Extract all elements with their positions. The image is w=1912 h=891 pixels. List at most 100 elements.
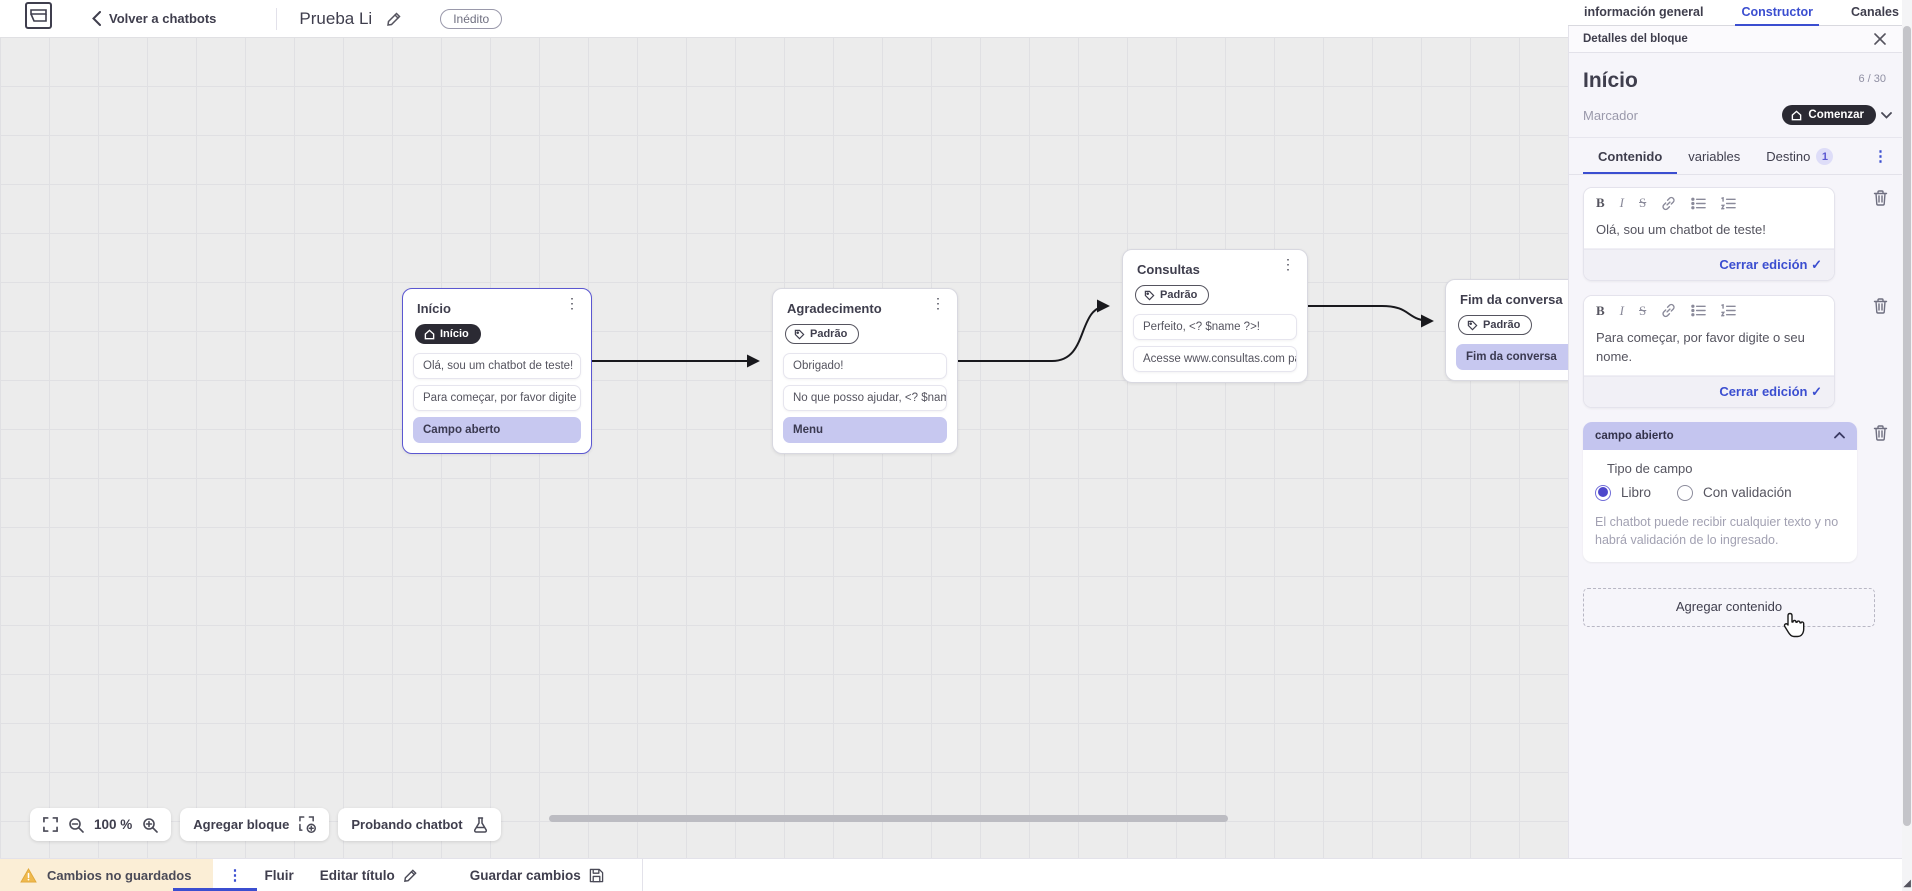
node-content-item-menu[interactable]: Menu — [783, 416, 947, 443]
node-inicio[interactable]: Início ⋮ Início Olá, sou um chatbot de t… — [402, 288, 592, 454]
chevron-up-icon[interactable] — [1834, 432, 1845, 439]
panel-tabs: Contenido variables Destino 1 ⋮ — [1569, 138, 1902, 175]
node-menu-button[interactable]: ⋮ — [931, 295, 945, 311]
edit-title-button[interactable]: Editar título — [306, 859, 432, 891]
message-text-input[interactable]: Olá, sou um chatbot de teste! — [1584, 216, 1834, 250]
canvas-horizontal-scrollbar[interactable] — [549, 815, 1228, 822]
node-content-item[interactable]: Olá, sou um chatbot de teste! — [413, 352, 581, 379]
node-consultas[interactable]: Consultas ⋮ Padrão Perfeito, <? $name ?>… — [1122, 249, 1308, 383]
fit-screen-icon[interactable] — [43, 817, 58, 832]
node-content-item-end[interactable]: Fim da conversa — [1456, 343, 1568, 370]
flow-canvas[interactable]: Início ⋮ Início Olá, sou um chatbot de t… — [0, 37, 1568, 858]
back-to-chatbots[interactable]: Volver a chatbots — [92, 11, 216, 26]
node-agradecimento[interactable]: Agradecimento ⋮ Padrão Obrigado! No que … — [772, 288, 958, 454]
close-edit-button[interactable]: Cerrar edición ✓ — [1584, 249, 1834, 280]
bold-button[interactable]: B — [1596, 302, 1605, 318]
node-fim-da-conversa[interactable]: Fim da conversa Padrão Fim da conversa — [1445, 279, 1568, 381]
tab-contenido[interactable]: Contenido — [1582, 149, 1678, 174]
italic-button[interactable]: I — [1619, 302, 1625, 318]
delete-content-button[interactable] — [1873, 424, 1888, 441]
flow-title: Prueba Li — [299, 8, 373, 28]
node-menu-button[interactable]: ⋮ — [1281, 256, 1295, 272]
page-vertical-scrollbar[interactable]: ◢ — [1902, 0, 1912, 891]
top-bar: Volver a chatbots Prueba Li Inédito — [0, 0, 1568, 37]
delete-content-button[interactable] — [1873, 298, 1888, 314]
bullet-list-button[interactable] — [1691, 197, 1707, 210]
field-type-label: Tipo de campo — [1607, 460, 1693, 476]
italic-button[interactable]: I — [1619, 195, 1625, 210]
add-content-button[interactable]: Agregar contenido — [1583, 587, 1875, 627]
delete-content-button[interactable] — [1873, 190, 1888, 206]
tab-fluir[interactable]: Fluir — [264, 867, 294, 883]
node-marker-badge: Padrão — [785, 324, 860, 344]
node-content-item[interactable]: Para começar, por favor digite o ... — [413, 384, 581, 411]
node-content-item[interactable]: No que posso ajudar, <? $name ... — [783, 384, 947, 411]
node-menu-button[interactable]: ⋮ — [565, 295, 579, 311]
zoom-level: 100 % — [94, 817, 133, 832]
bullet-list-button[interactable] — [1691, 304, 1707, 317]
editor-toolbar: B I S — [1584, 188, 1834, 216]
add-content-row: Agregar contenido — [1583, 576, 1888, 637]
add-block-label: Agregar bloque — [193, 817, 290, 832]
pencil-icon — [403, 868, 417, 882]
panel-tabs-menu-button[interactable]: ⋮ — [1873, 148, 1888, 165]
save-label: Guardar cambios — [469, 867, 581, 883]
tag-icon — [1144, 290, 1155, 300]
node-content-item[interactable]: Acesse www.consultas.com par... — [1133, 345, 1297, 372]
strikethrough-button[interactable]: S — [1639, 195, 1647, 210]
marker-select-button[interactable]: Comenzar — [1782, 105, 1876, 125]
close-panel-button[interactable] — [1874, 33, 1886, 45]
numbered-list-button[interactable] — [1721, 304, 1737, 317]
panel-title: Detalles del bloque — [1583, 33, 1688, 45]
save-icon — [589, 868, 604, 882]
node-content-item[interactable]: Obrigado! — [783, 352, 947, 379]
bold-button[interactable]: B — [1596, 195, 1605, 210]
zoom-out-icon[interactable] — [68, 817, 84, 833]
content-block-row: B I S Olá, sou um chatbot de teste! Cer — [1583, 187, 1888, 281]
radio-libro-label: Libro — [1621, 485, 1652, 501]
connector-agradecimento-consultas — [958, 299, 1110, 362]
radio-libro[interactable] — [1595, 484, 1611, 501]
tab-variables[interactable]: variables — [1688, 149, 1741, 164]
panel-header: Detalles del bloque — [1569, 26, 1902, 53]
tab-destino[interactable]: Destino 1 — [1766, 148, 1834, 174]
message-text-input[interactable]: Para começar, por favor digite o seu nom… — [1584, 324, 1834, 377]
edit-title-label: Editar título — [319, 867, 395, 883]
open-field-card: campo abierto Tipo de campo Libro Con va… — [1583, 421, 1857, 562]
save-changes-button[interactable]: Guardar cambios — [456, 859, 618, 891]
trash-icon — [1873, 298, 1888, 314]
tab-canales[interactable]: Canales — [1851, 4, 1899, 19]
add-block-button[interactable]: Agregar bloque — [180, 808, 330, 841]
connector-consultas-fim — [1308, 305, 1434, 328]
strikethrough-button[interactable]: S — [1639, 302, 1647, 318]
zoom-in-icon[interactable] — [142, 817, 159, 833]
node-content-item[interactable]: Perfeito, <? $name ?>! — [1133, 313, 1297, 340]
close-edit-button[interactable]: Cerrar edición ✓ — [1584, 376, 1834, 407]
trash-icon — [1873, 190, 1888, 206]
app-logo — [25, 2, 52, 29]
flow-tab-menu-button[interactable]: ⋮ — [227, 866, 243, 884]
warning-icon — [20, 867, 37, 883]
home-icon — [1792, 109, 1802, 120]
zoom-controls: 100 % — [30, 808, 172, 841]
radio-con-validacion[interactable] — [1677, 484, 1694, 501]
node-content-item-open-field[interactable]: Campo aberto — [413, 416, 581, 443]
open-field-header[interactable]: campo abierto — [1583, 421, 1857, 450]
block-name-input[interactable]: Início — [1583, 69, 1638, 92]
link-button[interactable] — [1661, 303, 1676, 318]
flask-icon — [473, 816, 488, 833]
numbered-list-button[interactable] — [1721, 196, 1737, 210]
unsaved-label: Cambios no guardados — [47, 867, 192, 883]
link-button[interactable] — [1661, 196, 1676, 211]
trash-icon — [1873, 424, 1888, 441]
edit-flow-title-button[interactable] — [386, 11, 402, 27]
chevron-down-icon[interactable] — [1881, 111, 1892, 119]
tab-informacion-general[interactable]: información general — [1584, 4, 1704, 19]
canvas-toolbar: 100 % Agregar bloque Probando chatbot — [30, 808, 501, 841]
check-icon: ✓ — [1811, 256, 1822, 272]
node-marker-badge: Padrão — [1458, 315, 1533, 335]
tab-constructor[interactable]: Constructor — [1735, 1, 1819, 26]
test-chatbot-button[interactable]: Probando chatbot — [338, 808, 501, 841]
scrollbar-thumb[interactable] — [1903, 26, 1911, 826]
